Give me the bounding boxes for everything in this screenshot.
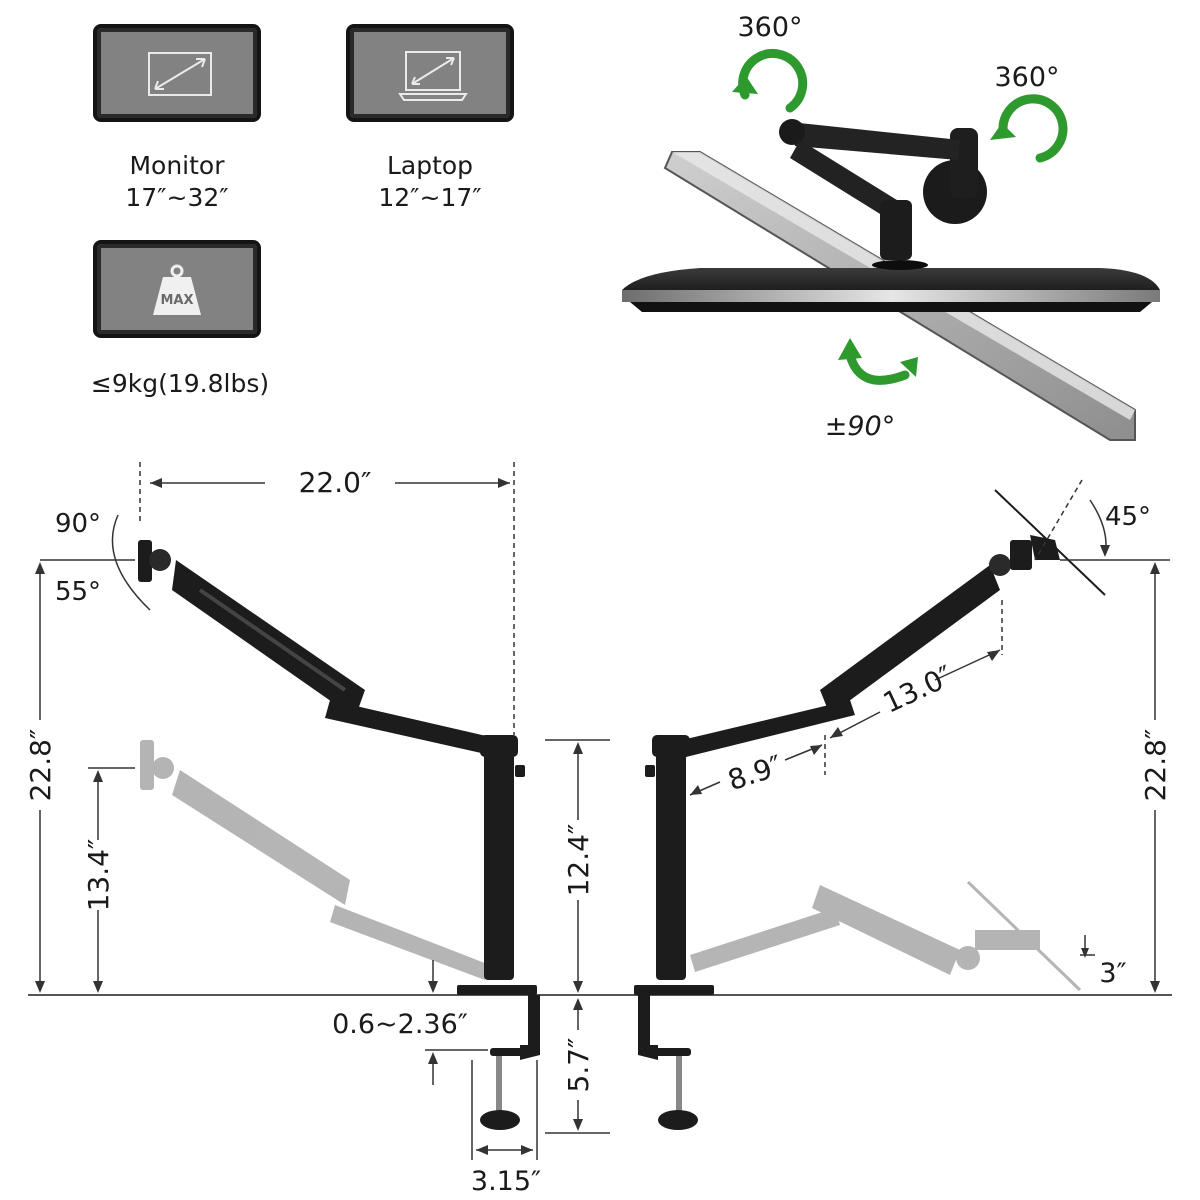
left-dimension-arrowheads <box>35 478 583 1155</box>
arm-reach-value: 22.0″ <box>299 466 372 499</box>
right-dimension-arrowheads <box>690 545 1160 993</box>
rotation-view: 360° 360° ±90° <box>622 12 1160 442</box>
base-width-value: 3.15″ <box>471 1166 541 1197</box>
min-height-value-left: 13.4″ <box>82 839 115 912</box>
rotate-arrow <box>845 350 910 385</box>
laptop-label: Laptop <box>386 151 474 180</box>
tilt-down-value: 55° <box>55 577 101 607</box>
weight-badge: MAX <box>160 293 193 308</box>
clamp-depth-value: 5.7″ <box>562 1038 595 1093</box>
max-height-value-left: 22.8″ <box>24 729 57 802</box>
swivel-angle-right: 360° <box>994 62 1059 93</box>
left-ghost-arm <box>140 740 490 980</box>
monitor-label: Monitor <box>129 151 225 180</box>
swivel-angle-top: 360° <box>737 12 802 43</box>
swivel-arrowhead-top <box>732 76 758 94</box>
min-height-value-right: 3″ <box>1099 958 1126 989</box>
top-view-arm <box>779 119 987 260</box>
laptop-tilt-value: 45° <box>1105 502 1151 532</box>
rotate-arrowhead-up <box>838 338 862 360</box>
rotate-arrowhead-right <box>900 357 918 377</box>
left-arm <box>138 540 540 1130</box>
right-ghost-arm <box>690 880 1082 992</box>
pole-height-value: 12.4″ <box>562 824 595 897</box>
tilt-up-value: 90° <box>55 509 101 539</box>
top-view-monitor <box>622 260 1160 312</box>
monitor-size-range: 17″~32″ <box>125 183 229 212</box>
laptop-diagonal-icon <box>346 24 514 122</box>
clamp-range-value: 0.6~2.36″ <box>332 1009 468 1040</box>
rotate-angle: ±90° <box>825 411 895 442</box>
monitor-diagonal-icon <box>93 24 261 122</box>
swivel-arrow-top <box>738 49 808 113</box>
weight-capacity: ≤9kg(19.8lbs) <box>90 369 270 398</box>
weight-max-icon: MAX <box>93 240 261 338</box>
swivel-arrow-right <box>998 94 1068 163</box>
lower-arm-value: 8.9″ <box>724 749 787 797</box>
laptop-size-range: 12″~17″ <box>378 183 482 212</box>
right-arm <box>634 489 1106 1130</box>
max-height-value-right: 22.8″ <box>1139 729 1172 802</box>
swivel-arrowhead-right <box>990 123 1016 140</box>
